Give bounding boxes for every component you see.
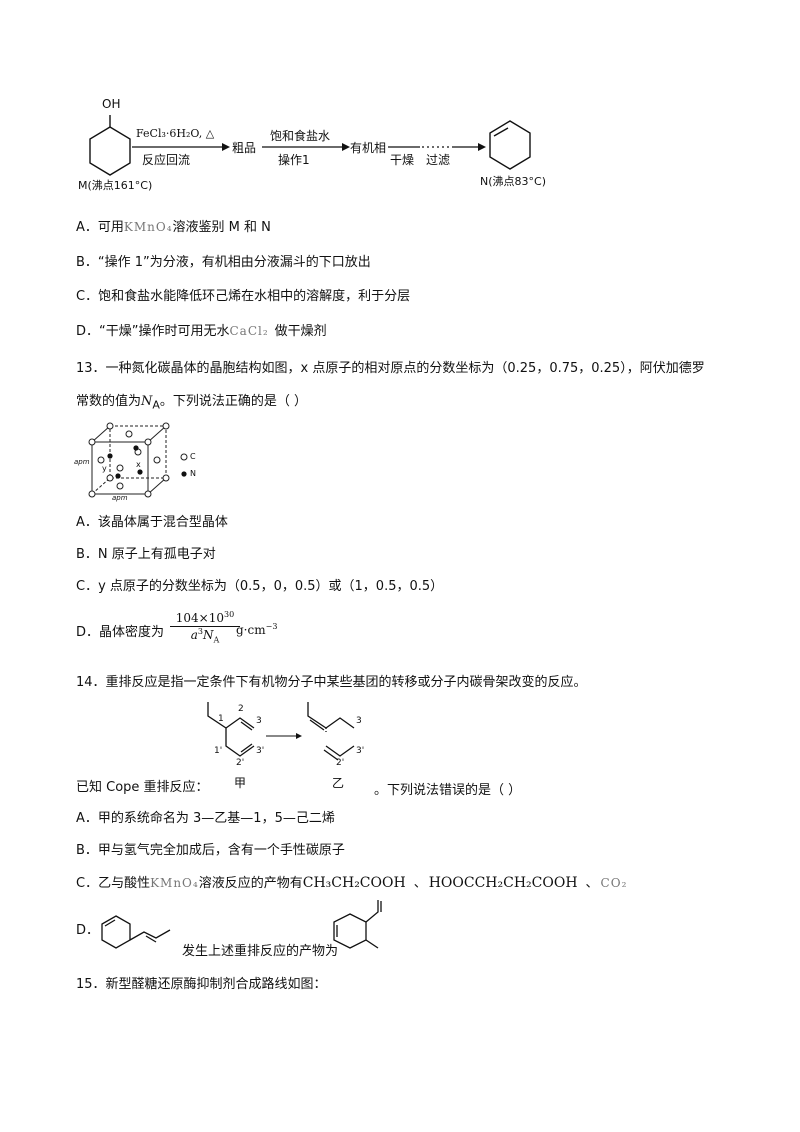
q13-d-pre: D．晶体密度为	[76, 625, 165, 640]
q12-option-b: B．“操作 1”为分液，有机相由分液漏斗的下口放出	[76, 255, 371, 270]
q14-c-mid: 溶液反应的产物有	[198, 876, 303, 891]
fraction-denominator: a3NA	[170, 627, 240, 644]
fraction-numerator: 104×1030	[170, 610, 240, 627]
q14-option-d-pre: D．	[76, 923, 100, 938]
density-fraction: 104×1030 a3NA	[170, 610, 240, 644]
organic-label: 有机相	[350, 141, 387, 155]
step1-bottom: 操作1	[278, 153, 310, 167]
q12-a-pre: A．可用	[76, 220, 124, 235]
q14-c-pre: C．乙与酸性	[76, 876, 151, 891]
crystal-cell-figure: apm apm x y C N	[74, 420, 210, 502]
q13-na: N	[141, 394, 153, 409]
m-label: M(沸点161°C)	[78, 179, 153, 192]
jia-n1: 1	[218, 714, 224, 724]
yi-n3: 3	[356, 716, 362, 726]
den-sup: 3	[197, 627, 203, 636]
d-product-structure	[326, 896, 396, 962]
q12-d-formula: CaCl₂	[229, 324, 269, 338]
dry-label: 干燥	[390, 153, 415, 167]
product-co2: CO₂	[600, 876, 628, 890]
q12-option-c: C．饱和食盐水能降低环己烯在水相中的溶解度，利于分层	[76, 289, 411, 304]
cyclohexene-ring	[489, 120, 531, 170]
q12-a-formula: KMnO₄	[123, 220, 173, 234]
q14-known-pre: 已知 Cope 重排反应：	[76, 780, 209, 795]
jia-n3: 3	[256, 716, 262, 726]
q12-d-post: 做干燥剂	[274, 324, 327, 339]
jia-n1p: 1'	[214, 746, 223, 756]
d-reactant-structure	[96, 910, 186, 954]
unit-base: g·cm	[236, 623, 266, 637]
q13-option-d: D．晶体密度为	[76, 624, 164, 642]
sep1: 、	[413, 876, 427, 891]
crystal-svg	[88, 422, 188, 498]
num-sup: 30	[224, 610, 235, 619]
q13-stem2-post: 。下列说法正确的是（ ）	[159, 394, 308, 409]
density-unit: g·cm−3	[236, 622, 277, 637]
reagent-top: FeCl₃·6H₂O, △	[136, 127, 215, 140]
q14-known-post: 。下列说法错误的是（ ）	[374, 783, 522, 798]
q13-stem-line1: 13．一种氮化碳晶体的晶胞结构如图，x 点原子的相对原点的分数坐标为（0.25，…	[76, 361, 705, 376]
cope-svg	[207, 702, 355, 761]
cope-figure: 1 2 3 1' 2' 3' 3 2' 3' 甲 乙	[196, 696, 376, 792]
crude-label: 粗品	[232, 141, 257, 155]
jia-label: 甲	[234, 776, 247, 790]
q13-option-c: C．y 点原子的分数坐标为（0.5，0，0.5）或（1，0.5，0.5）	[76, 579, 444, 594]
apm-left: apm	[74, 458, 90, 466]
x-label: x	[136, 460, 141, 469]
reaction-scheme: OH FeCl₃·6H₂O, △ 反应回流 粗品 饱和食盐水 操作1 有机相 干…	[78, 95, 600, 195]
d-reactant-svg	[101, 915, 171, 949]
jia-n3p: 3'	[256, 746, 265, 756]
q14-stem: 14．重排反应是指一定条件下有机物分子中某些基团的转移或分子内碳骨架改变的反应。	[76, 675, 587, 690]
yi-n3p: 3'	[356, 746, 365, 756]
filter-label: 过滤	[426, 153, 451, 167]
yi-n2p: 2'	[336, 758, 345, 768]
d-product-svg	[333, 900, 382, 949]
q14-option-b: B．甲与氢气完全加成后，含有一个手性碳原子	[76, 843, 345, 858]
step1-top: 饱和食盐水	[270, 129, 331, 143]
q13-stem2-pre: 常数的值为	[76, 394, 142, 409]
q12-option-a: A．可用KMnO₄溶液鉴别 M 和 N	[76, 218, 271, 237]
q14-option-d-mid: 发生上述重排反应的产物为	[182, 944, 339, 959]
unit-sup: −3	[265, 622, 278, 631]
yi-label: 乙	[332, 776, 345, 790]
sep2: 、	[585, 876, 599, 891]
den-sub: A	[213, 635, 220, 645]
product-propanoic-acid: CH₃CH₂COOH	[302, 875, 406, 891]
q14-option-c: C．乙与酸性KMnO₄溶液反应的产物有CH₃CH₂COOH、HOOCCH₂CH₂…	[76, 874, 627, 893]
q13-na-sub: A	[152, 398, 160, 412]
jia-n2: 2	[238, 704, 244, 714]
jia-n2p: 2'	[236, 758, 245, 768]
cyclohexanol-ring	[89, 126, 131, 176]
q12-option-d: D．“干燥”操作时可用无水CaCl₂ 做干燥剂	[76, 322, 327, 341]
scheme-svg	[89, 115, 531, 176]
q15-stem: 15．新型醛糖还原酶抑制剂合成路线如图：	[76, 977, 327, 992]
c-legend: C	[190, 452, 196, 461]
q14-c-formula: KMnO₄	[150, 876, 199, 890]
q12-a-post: 溶液鉴别 M 和 N	[172, 220, 271, 235]
n-label: N(沸点83°C)	[480, 175, 546, 188]
q12-d-pre: D．“干燥”操作时可用无水	[76, 324, 230, 339]
num-base: 104×10	[175, 611, 225, 625]
q14-option-a: A．甲的系统命名为 3—乙基—1，5—己二烯	[76, 811, 335, 826]
q13-stem-line2: 常数的值为NA。下列说法正确的是（ ）	[76, 393, 307, 415]
q13-option-b: B．N 原子上有孤电子对	[76, 547, 216, 562]
product-succinic-acid: HOOCCH₂CH₂COOH	[428, 875, 578, 891]
apm-bottom: apm	[112, 494, 128, 502]
reagent-bottom: 反应回流	[142, 153, 191, 167]
den-a: a	[190, 628, 198, 642]
y-label: y	[102, 464, 107, 473]
n-legend: N	[190, 469, 196, 478]
oh-label: OH	[102, 97, 121, 111]
q13-option-a: A．该晶体属于混合型晶体	[76, 515, 228, 530]
den-n: N	[202, 628, 214, 642]
